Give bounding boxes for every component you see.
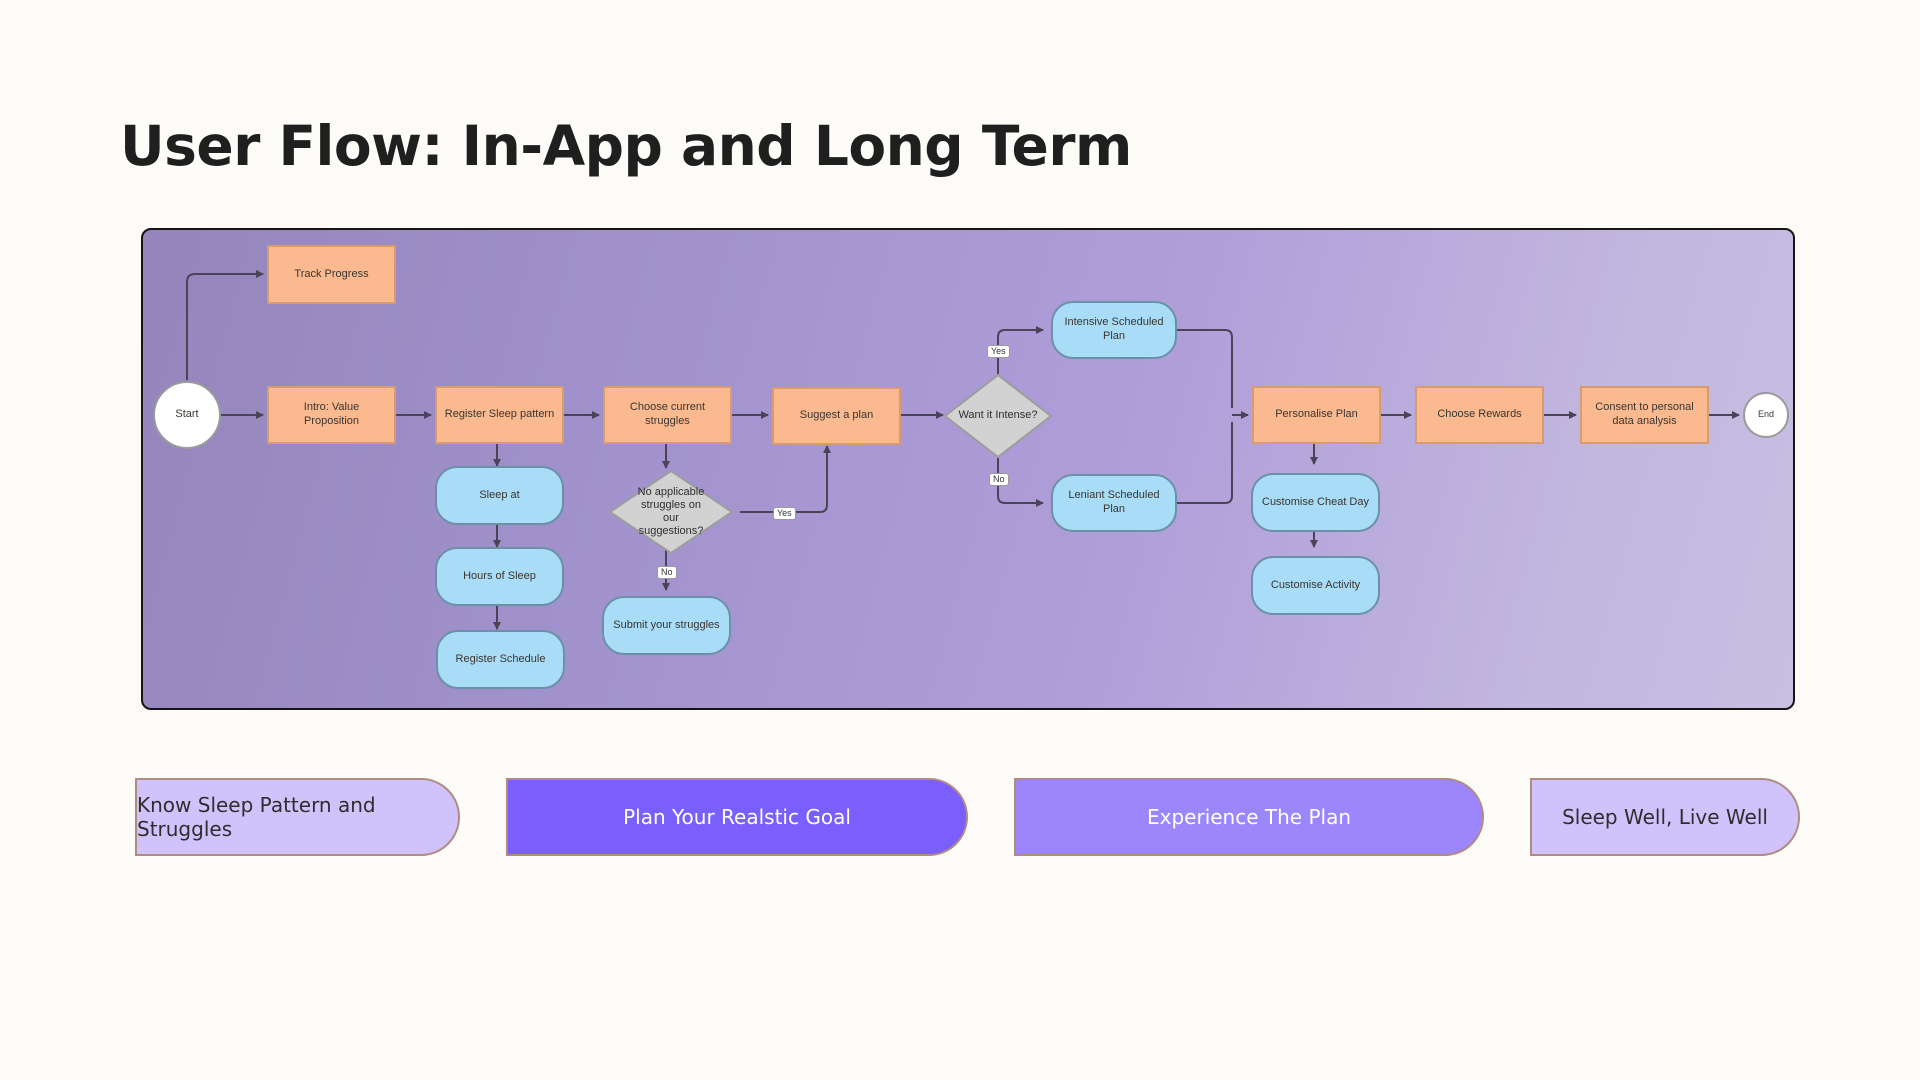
edge-start-track <box>186 270 264 380</box>
stage-label: Know Sleep Pattern and Struggles <box>137 793 376 841</box>
stage-experience-plan: Experience The Plan <box>1014 778 1484 856</box>
want-intense-decision: Want it Intense? <box>944 374 1052 458</box>
customise-activity-node: Customise Activity <box>1251 556 1380 615</box>
no-applicable-text: No applicable struggles on our suggestio… <box>637 485 705 538</box>
yes-label-intense: Yes <box>987 345 1010 358</box>
submit-struggles-node: Submit your struggles <box>602 596 731 655</box>
no-label-intense: No <box>989 473 1009 486</box>
customise-cheat-day-node: Customise Cheat Day <box>1251 473 1380 532</box>
stage-label: Plan Your Realstic Goal <box>623 805 851 829</box>
register-sleep-pattern-node: Register Sleep pattern <box>435 386 564 444</box>
user-flow-diagram: Track Progress Start Intro: Value Propos… <box>141 228 1795 710</box>
page-title: User Flow: In-App and Long Term <box>120 114 1132 178</box>
consent-data-analysis-node: Consent to personal data analysis <box>1580 386 1709 444</box>
intro-value-proposition-node: Intro: Value Proposition <box>267 386 396 444</box>
stage-sleep-well: Sleep Well, Live Well <box>1530 778 1800 856</box>
choose-current-struggles-node: Choose current struggles <box>603 386 732 444</box>
no-label-struggles: No <box>657 566 677 579</box>
personalise-plan-node: Personalise Plan <box>1252 386 1381 444</box>
choose-rewards-node: Choose Rewards <box>1415 386 1544 444</box>
intensive-scheduled-plan-node: Intensive Scheduled Plan <box>1051 301 1177 359</box>
register-schedule-node: Register Schedule <box>436 630 565 689</box>
start-node: Start <box>153 381 221 449</box>
edge-noapplicable-suggest <box>740 445 831 513</box>
edge-intensive-merge <box>1177 329 1233 408</box>
stage-plan-goal: Plan Your Realstic Goal <box>506 778 968 856</box>
no-applicable-struggles-decision: No applicable struggles on our suggestio… <box>609 470 733 554</box>
edge-leniant-merge <box>1177 422 1233 504</box>
flow-connectors <box>186 270 1740 630</box>
stage-know-sleep-pattern: Know Sleep Pattern and Struggles <box>135 778 460 856</box>
edge-decision-leniant <box>997 458 1044 507</box>
suggest-plan-node: Suggest a plan <box>772 387 901 445</box>
sleep-at-node: Sleep at <box>435 466 564 525</box>
stage-label: Experience The Plan <box>1147 805 1351 829</box>
want-intense-text: Want it Intense? <box>958 409 1038 422</box>
yes-label-struggles: Yes <box>773 507 796 520</box>
track-progress-node: Track Progress <box>267 245 396 304</box>
end-node: End <box>1743 392 1789 438</box>
edge-decision-intensive <box>997 326 1044 374</box>
leniant-scheduled-plan-node: Leniant Scheduled Plan <box>1051 474 1177 532</box>
hours-of-sleep-node: Hours of Sleep <box>435 547 564 606</box>
stage-label: Sleep Well, Live Well <box>1562 805 1768 829</box>
